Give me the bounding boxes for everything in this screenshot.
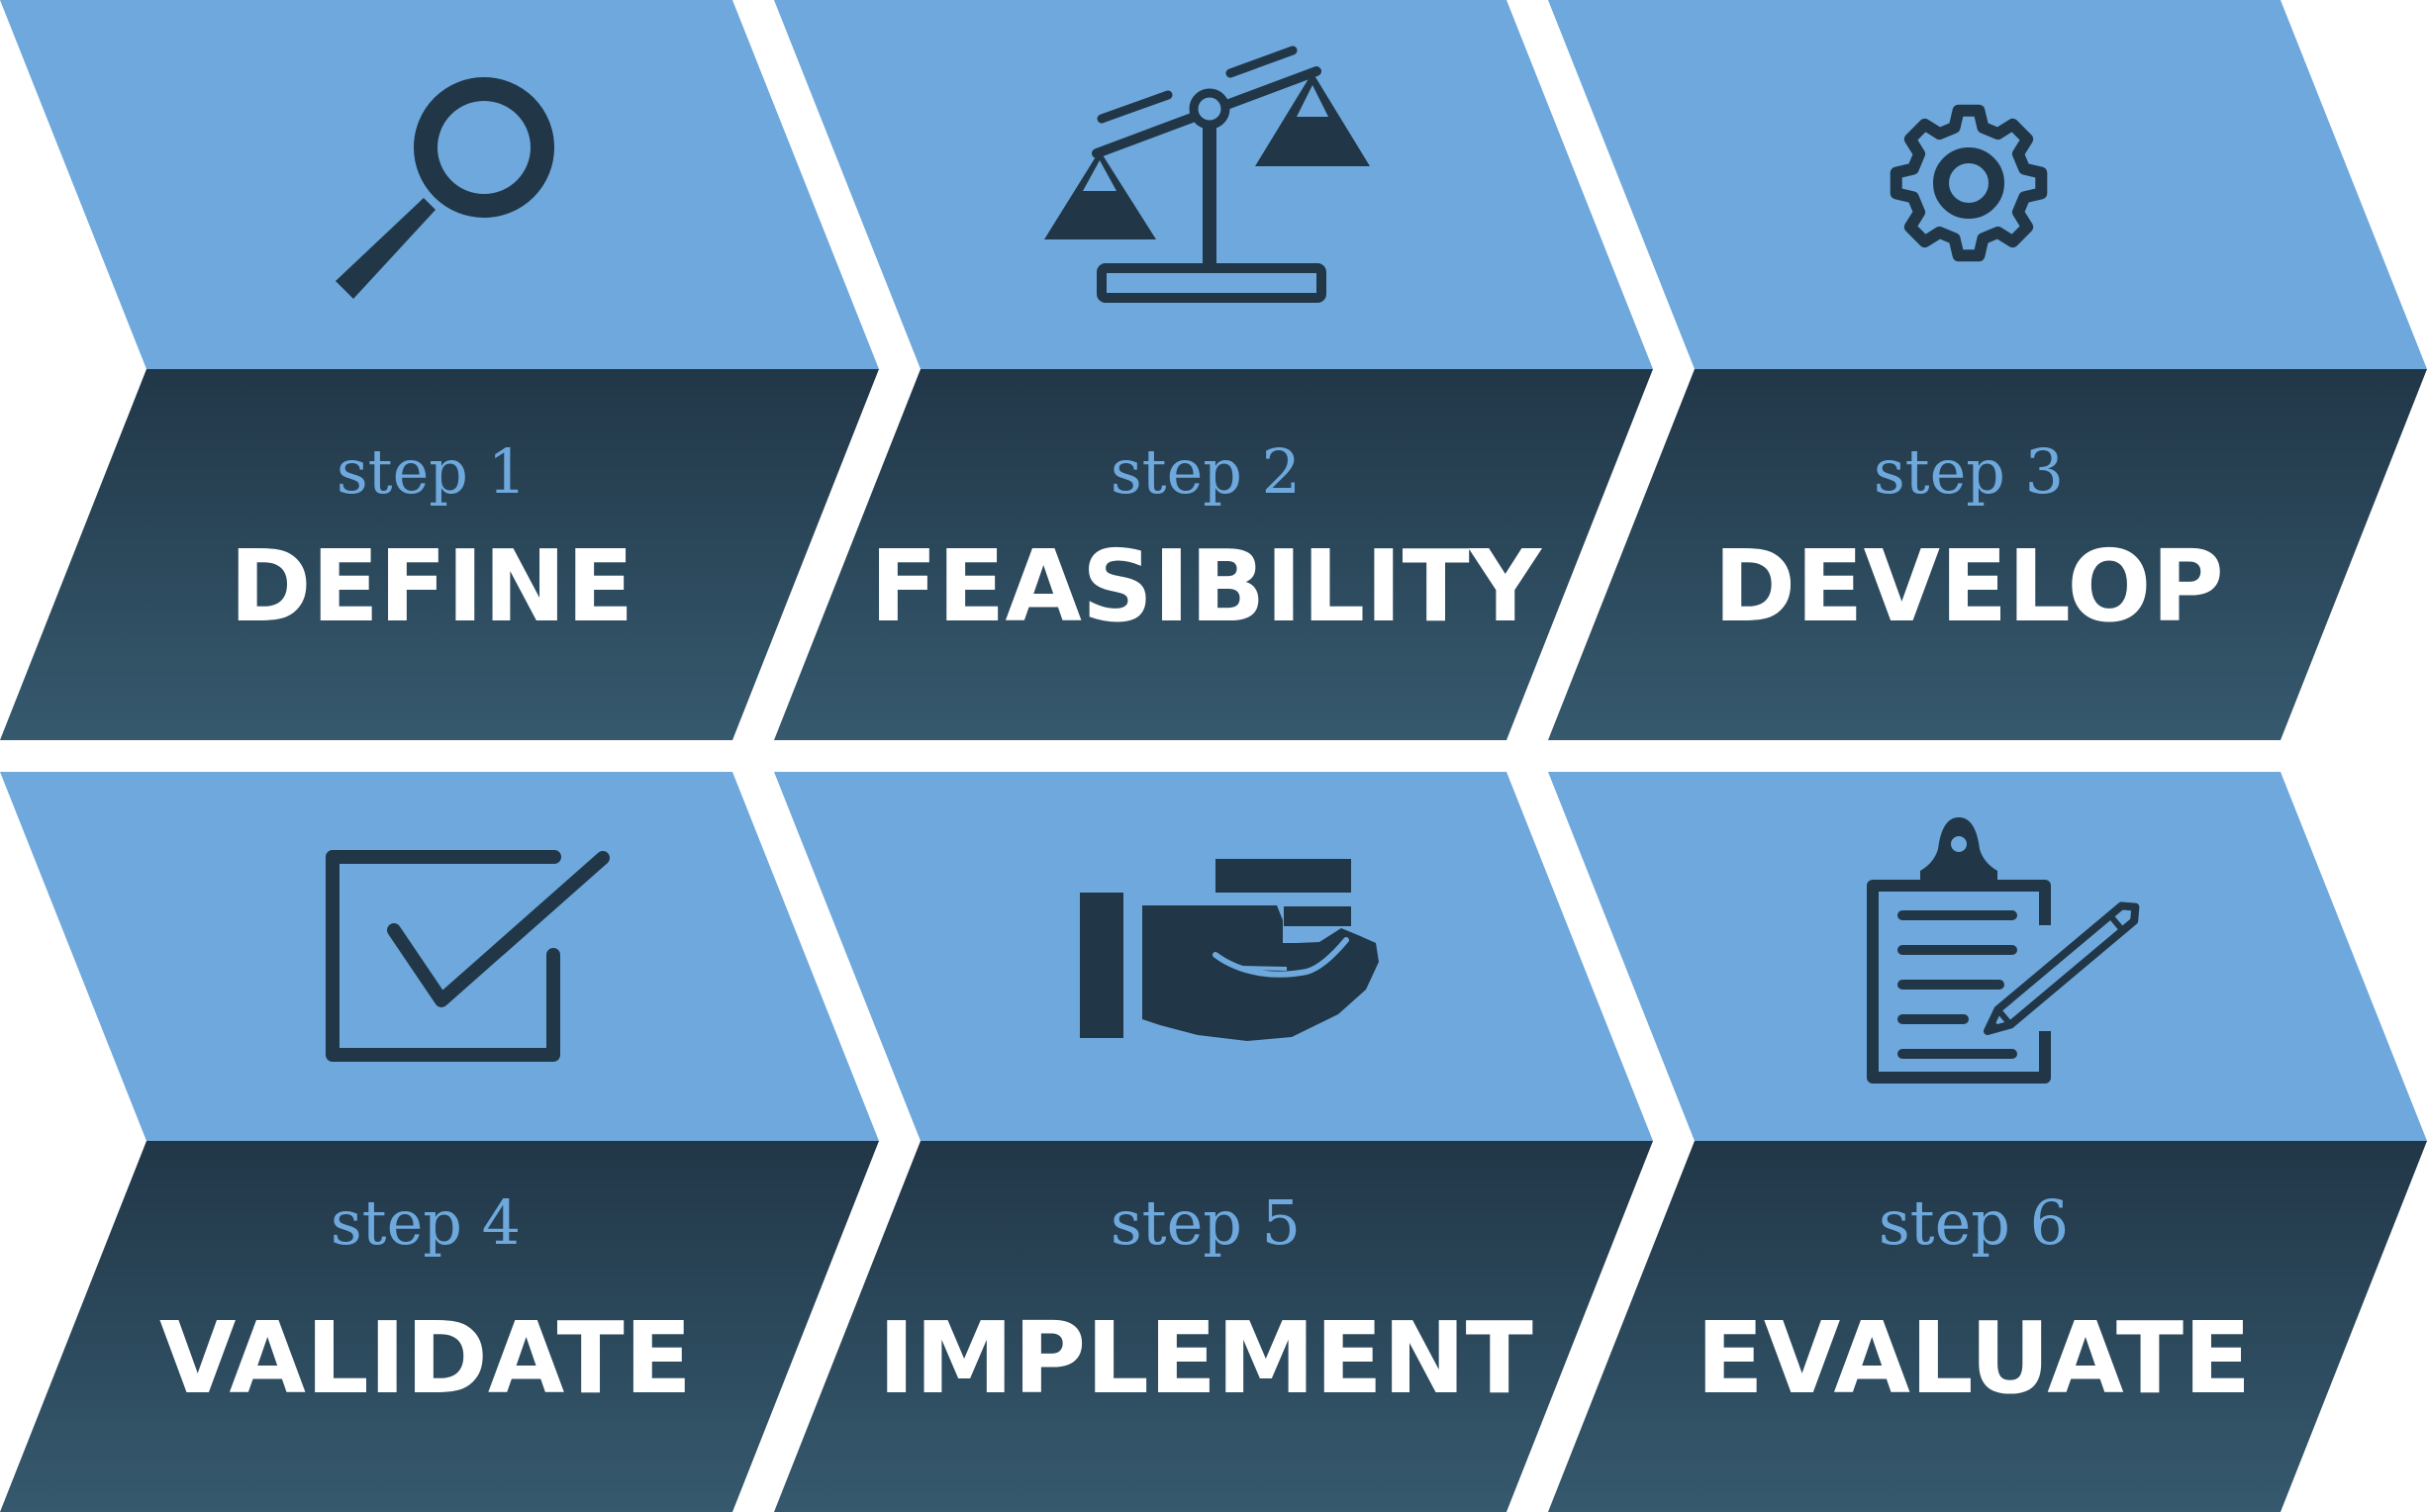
step-label: step 4: [331, 1186, 521, 1259]
step-2-chevron: step 2 FEASIBILITY: [774, 0, 1653, 740]
step-label: step 6: [1879, 1186, 2069, 1259]
step-3-chevron: step 3 DEVELOP: [1548, 0, 2427, 740]
magnifier-icon: [336, 77, 554, 299]
step-title: DEFINE: [230, 528, 634, 644]
chevron-bottom: [1548, 1141, 2427, 1512]
chevron-top: [1548, 0, 2427, 369]
step-title: EVALUATE: [1697, 1300, 2252, 1416]
step-6-chevron: step 6 EVALUATE: [1548, 772, 2427, 1512]
step-title: IMPLEMENT: [878, 1300, 1533, 1416]
step-title: FEASIBILITY: [870, 528, 1543, 644]
chevron-top: [0, 772, 879, 1141]
chevron-bottom: [0, 1141, 879, 1512]
step-label: step 1: [337, 435, 527, 508]
balance-scale-icon: [1044, 46, 1370, 303]
gear-icon: [1890, 104, 2048, 262]
chevron-bottom: [774, 369, 1653, 740]
step-title: DEVELOP: [1713, 528, 2223, 644]
step-4-chevron: step 4 VALIDATE: [0, 772, 879, 1512]
step-5-chevron: step 5 IMPLEMENT: [774, 772, 1653, 1512]
step-label: step 3: [1874, 435, 2064, 508]
chevron-bottom: [0, 369, 879, 740]
clipboard-pencil-icon: [1867, 817, 2140, 1084]
step-label: step 2: [1111, 435, 1301, 508]
step-1-chevron: step 1 DEFINE: [0, 0, 879, 740]
chevron-top: [1548, 772, 2427, 1141]
hand-giving-icon: [1080, 859, 1379, 1041]
step-title: VALIDATE: [159, 1300, 692, 1416]
checkbox-icon: [326, 850, 610, 1062]
chevron-bottom: [774, 1141, 1653, 1512]
chevron-bottom: [1548, 369, 2427, 740]
step-label: step 5: [1111, 1186, 1301, 1259]
